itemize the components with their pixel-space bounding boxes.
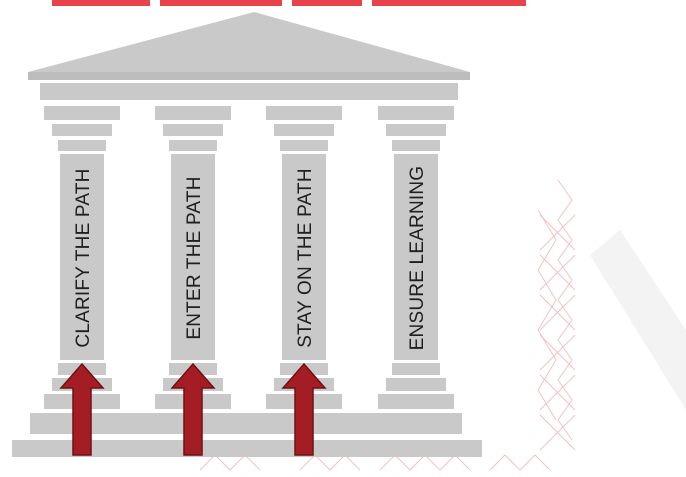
- pillar: ENSURE LEARNING: [378, 106, 454, 409]
- pillar-label: ENSURE LEARNING: [407, 166, 428, 351]
- pillar-shaft: [282, 154, 326, 360]
- pillar-label: CLARIFY THE PATH: [73, 168, 94, 347]
- pillar-base-ring: [392, 363, 440, 375]
- light-streak: [590, 230, 686, 410]
- up-arrow-icon: [170, 362, 216, 456]
- pillar-capital-lower: [386, 124, 446, 136]
- pillar-capital: [44, 106, 120, 120]
- pillar-capital: [378, 106, 454, 120]
- pillar-capital-lower: [52, 124, 112, 136]
- pillar-capital-lower: [274, 124, 334, 136]
- roof: [28, 12, 470, 100]
- pillars: CLARIFY THE PATH ENTER THE PATH STAY ON TH…: [44, 106, 454, 409]
- up-arrow-icon: [281, 362, 327, 456]
- pillar-base: [386, 378, 446, 391]
- pillar-neck: [392, 140, 440, 151]
- pillar-capital: [155, 106, 231, 120]
- pillar-neck: [58, 140, 106, 151]
- pillar-plinth: [378, 394, 454, 409]
- pillar-label: ENTER THE PATH: [184, 176, 205, 339]
- base: [12, 413, 482, 457]
- architrave: [40, 83, 458, 100]
- pillar-neck: [280, 140, 328, 151]
- pillar-shaft: [171, 154, 215, 360]
- roof-band: [28, 72, 470, 80]
- pillar-label: STAY ON THE PATH: [295, 168, 316, 348]
- pillar-shaft: [60, 154, 104, 360]
- pillar-neck: [169, 140, 217, 151]
- background-pattern: [199, 179, 576, 471]
- pillar-shaft: [394, 154, 438, 360]
- cropped-heading-remnant: [52, 0, 526, 6]
- pediment: [28, 12, 470, 72]
- pillar-capital-lower: [163, 124, 223, 136]
- arrows: [59, 362, 327, 456]
- base-step-bottom: [12, 440, 482, 457]
- pillar-capital: [266, 106, 342, 120]
- up-arrow-icon: [59, 362, 105, 456]
- base-step-top: [30, 413, 462, 434]
